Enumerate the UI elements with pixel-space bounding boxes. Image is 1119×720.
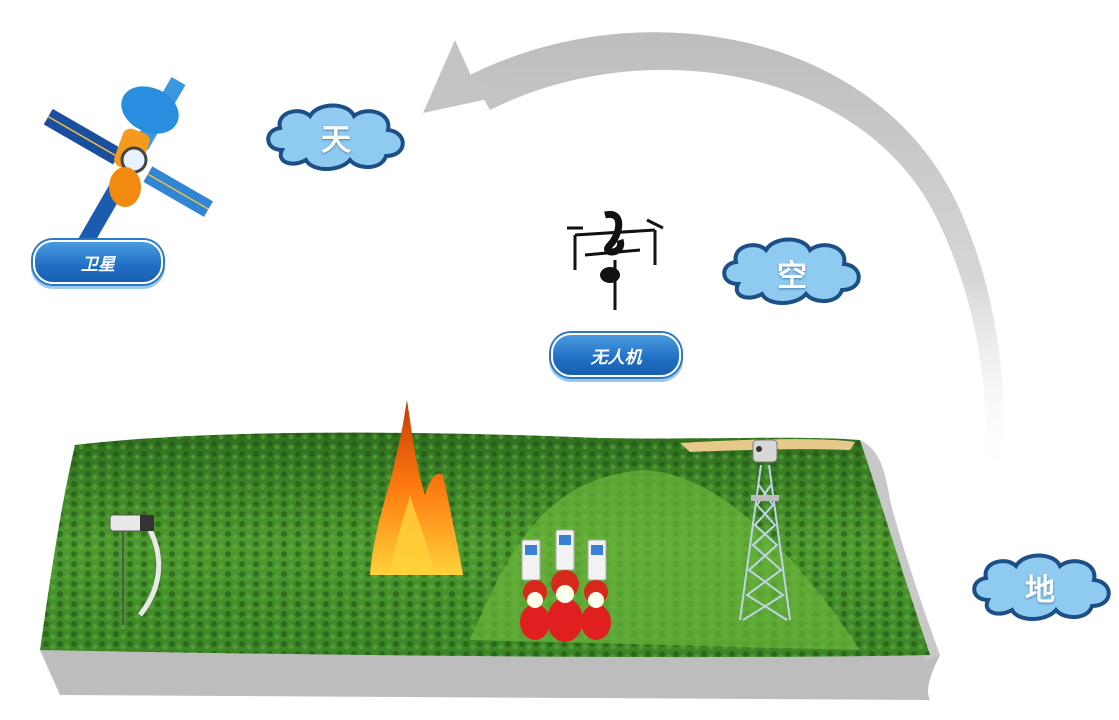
drone-icon — [567, 210, 664, 310]
arrow-head — [423, 40, 502, 113]
firefighters-icon — [520, 570, 611, 642]
cloud-ground-icon — [972, 553, 1111, 621]
satellite-label: 卫星 — [33, 240, 163, 284]
arrow-body — [470, 32, 1004, 480]
monitoring-tower-icon — [739, 439, 791, 621]
drone-label: 无人机 — [551, 333, 681, 377]
cloud-sky-icon — [266, 103, 405, 171]
satellite-icon — [43, 76, 213, 247]
path-trail — [138, 528, 162, 617]
mobile-phones-icon — [521, 529, 607, 581]
terrain-side — [40, 650, 940, 700]
fire-icon — [370, 400, 463, 575]
ground-label: 地 — [1025, 573, 1055, 608]
cloud-air-icon — [722, 237, 861, 305]
sky-label: 天 — [321, 123, 351, 158]
terrain-right-edge — [860, 440, 940, 660]
air-label: 空 — [777, 259, 807, 294]
camera-icon — [109, 514, 154, 625]
